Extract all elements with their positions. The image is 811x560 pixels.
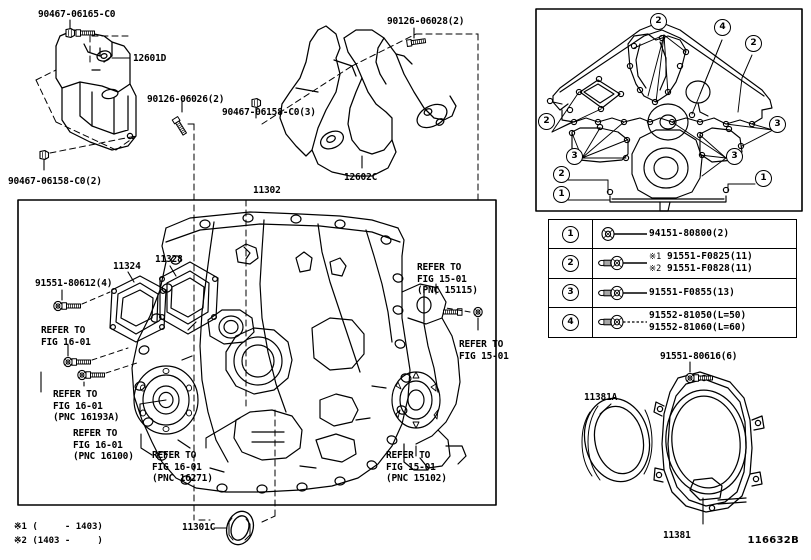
refer-fig16-01-pnc16100: REFER TO FIG 16-01 (PNC 16100) [73,428,134,462]
label-11302: 11302 [253,185,281,196]
refer-fig16-01-pnc16271: REFER TO FIG 16-01 (PNC 16271) [152,450,213,484]
legend-part-2a: 91551-F0825(11) [666,251,753,263]
refer-fig15-01-b: REFER TO FIG 15-01 [459,339,509,362]
legend-marker-1: 1 [562,225,579,243]
legend-body-2: ※1 91551-F0825(11) ※2 91551-F0828(11) [593,249,796,277]
label-90467-06158-C0-3: 90467-06158-C0(3) [222,107,316,118]
legend-body-3: 91551-F0855(13) [593,279,796,307]
legend-marker-2: 2 [562,254,579,272]
label-90467-06165-C0: 90467-06165-C0 [38,9,116,20]
legend-part-4b: 91552-81060(L=60) [649,322,747,334]
legend-number-cell-1: 1 [549,220,593,249]
label-12601D: 12601D [133,53,167,64]
legend-number-cell-3: 3 [549,278,593,307]
flange-bolt-icon [597,308,649,337]
label-90126-06026: 90126-06026(2) [147,94,225,105]
callout-1-bottom-left: 1 [553,186,570,203]
label-11324: 11324 [113,261,141,272]
legend-mark-2a: ※1 [649,252,662,263]
callout-2-left: 2 [538,113,555,130]
legend-body-1: 94151-80800(2) [593,220,796,248]
label-90467-06158-C0-2: 90467-06158-C0(2) [8,176,102,187]
legend-text-2: ※1 91551-F0825(11) ※2 91551-F0828(11) [649,251,753,275]
legend-row-3: 3 91551-F0855(13) [549,278,796,308]
label-11381A: 11381A [584,392,618,403]
label-11301C: 11301C [182,522,216,533]
refer-fig15-01-pnc15102: REFER TO FIG 15-01 (PNC 15102) [386,450,447,484]
legend-number-cell-2: 2 [549,249,593,278]
flange-bolt-icon [597,249,649,277]
legend-part-4a: 91552-81050(L=50) [649,310,747,322]
callout-2-upper-right: 2 [745,35,762,52]
legend-number-cell-4: 4 [549,307,593,337]
footnote-mark-2: ※2 (1403 - ) [14,536,103,546]
legend-table: 1 94151-80800(2) 2 [548,219,797,338]
callout-2-bottom-left: 2 [553,166,570,183]
flange-bolt-icon [597,279,649,307]
figure-id: 116632B [747,535,799,546]
callout-3-lower-left: 3 [566,148,583,165]
refer-fig16-01-pnc16193a: REFER TO FIG 16-01 (PNC 16193A) [53,389,120,423]
legend-part-2b: 91551-F0828(11) [666,263,753,275]
callout-3-right: 3 [769,116,786,133]
callout-4: 4 [714,19,731,36]
footnote-mark-1: ※1 ( - 1403) [14,522,103,532]
refer-fig16-01-a: REFER TO FIG 16-01 [41,325,91,348]
legend-text-1: 94151-80800(2) [649,228,730,240]
label-91551-80616: 91551-80616(6) [660,351,738,362]
label-91551-80612: 91551-80612(4) [35,278,113,289]
legend-text-4: 91552-81050(L=50)91552-81060(L=60) [649,310,746,334]
legend-row-2: 2 ※1 91551-F0825(11) ※2 91551-F0828(11) [549,249,796,279]
label-12602C: 12602C [344,172,378,183]
label-11328: 11328 [155,254,183,265]
legend-row-4: 4 91552-81050(L=50)91552-81060(L=60) [549,307,796,337]
washer-bolt-icon [597,220,649,248]
legend-row-1: 1 94151-80800(2) [549,220,796,250]
label-90126-06028: 90126-06028(2) [387,16,465,27]
legend-marker-4: 4 [562,313,579,331]
callout-1-bottom-right: 1 [755,170,772,187]
legend-text-3: 91551-F0855(13) [649,286,735,298]
label-11381: 11381 [663,530,691,541]
callout-2-top: 2 [650,13,667,30]
legend-body-4: 91552-81050(L=50)91552-81060(L=60) [593,308,796,337]
refer-fig15-01-pnc15115: REFER TO FIG 15-01 (PNC 15115) [417,262,478,296]
legend-marker-3: 3 [562,284,579,302]
callout-3-lower-right: 3 [726,148,743,165]
legend-mark-2b: ※2 [649,264,662,275]
